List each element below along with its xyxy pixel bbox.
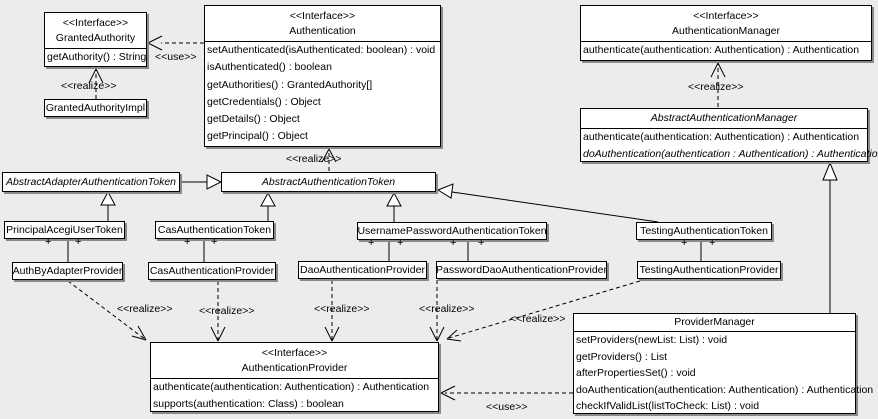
class-username-password-authentication-token: UsernamePasswordAuthenticationToken <box>357 222 547 240</box>
edge-realize-casauthenticationprovider <box>210 281 226 342</box>
class-provider-manager: ProviderManager setProviders(newList: Li… <box>573 313 874 414</box>
class-name: AbstractAuthenticationToken <box>261 176 396 188</box>
edge-realize-grantedauthorityimpl <box>88 68 104 99</box>
class-cas-authentication-provider: CasAuthenticationProvider <box>148 262 276 280</box>
class-name: TestingAuthenticationToken <box>640 225 768 237</box>
association-plus: + <box>75 236 82 248</box>
method: getPrincipal() : Object <box>207 130 308 143</box>
class-dao-authentication-provider: DaoAuthenticationProvider <box>298 261 427 279</box>
association-plus: + <box>450 237 457 249</box>
method: afterPropertiesSet() : void <box>576 367 696 380</box>
stereotype-label: <<Interface>> <box>261 347 328 359</box>
class-granted-authority-impl: GrantedAuthorityImpl <box>44 99 147 117</box>
method: authenticate(authentication: Authenticat… <box>153 381 430 393</box>
class-granted-authority: <<Interface>> GrantedAuthority getAuthor… <box>44 12 147 67</box>
class-authentication-provider: <<Interface>> AuthenticationProvider aut… <box>150 342 439 412</box>
association-plus: + <box>478 237 485 249</box>
method: getAuthorities() : GrantedAuthority[] <box>207 78 373 91</box>
association-plus: + <box>211 236 218 248</box>
class-name: AuthByAdapterProvider <box>12 265 123 277</box>
association-plus: + <box>45 236 52 248</box>
edge-label-realize: <<realize>> <box>286 153 342 165</box>
class-abstract-authentication-manager: AbstractAuthenticationManager authentica… <box>580 108 878 162</box>
class-password-dao-authentication-provider: PasswordDaoAuthenticationProvider <box>436 261 607 279</box>
class-authentication: <<Interface>> Authentication setAuthenti… <box>204 5 441 147</box>
association-plus: + <box>368 237 375 249</box>
class-auth-by-adapter-provider: AuthByAdapterProvider <box>12 262 123 280</box>
edge-label-realize: <<realize>> <box>510 313 566 325</box>
edge-realize-abstractauthenticationtoken <box>321 148 337 171</box>
edge-generalization-cas-token <box>260 191 276 221</box>
edge-generalization-testing-token <box>436 183 659 223</box>
edge-label-realize: <<realize>> <box>419 303 475 315</box>
method: setAuthenticated(isAuthenticated: boolea… <box>207 44 436 56</box>
edge-generalization-principal-token <box>100 190 116 221</box>
method: getAuthority() : String <box>47 51 147 63</box>
class-name: CasAuthenticationProvider <box>149 265 275 277</box>
class-name: GrantedAuthorityImpl <box>45 102 146 114</box>
edge-use-providermanager-authenticationprovider <box>440 385 573 401</box>
method: doAuthentication(authentication : Authen… <box>583 148 878 160</box>
edge-label-realize: <<realize>> <box>314 303 370 315</box>
class-name: CasAuthenticationToken <box>157 224 272 236</box>
class-abstract-adapter-authentication-token: AbstractAdapterAuthenticationToken <box>2 172 180 192</box>
method: doAuthentication(authentication: Authent… <box>576 383 874 396</box>
edge-realize-passworddaoauthenticationprovider <box>429 280 445 342</box>
method: setProviders(newList: List) : void <box>576 334 728 346</box>
class-cas-authentication-token: CasAuthenticationToken <box>155 221 274 239</box>
edge-label-use: <<use>> <box>486 401 528 413</box>
stereotype-label: <<Interface>> <box>62 17 129 29</box>
association-plus: + <box>397 237 404 249</box>
edge-generalization-usernamepassword-token <box>386 191 402 222</box>
association-plus: + <box>709 237 716 249</box>
method: getDetails() : Object <box>207 113 300 126</box>
class-name: GrantedAuthority <box>55 32 136 44</box>
class-name: DaoAuthenticationProvider <box>300 264 425 276</box>
class-authentication-manager: <<Interface>> AuthenticationManager auth… <box>580 5 872 61</box>
class-principal-acegi-user-token: PrincipalAcegiUserToken <box>4 221 125 239</box>
stereotype-label: <<Interface>> <box>693 10 759 22</box>
edge-realize-daoauthenticationprovider <box>324 280 340 342</box>
class-name: AbstractAdapterAuthenticationToken <box>5 176 177 188</box>
edge-realize-testingauthenticationprovider <box>446 280 641 342</box>
class-name: Authentication <box>289 25 356 37</box>
class-name: TestingAuthenticationProvider <box>639 264 779 276</box>
method: supports(authentication: Class) : boolea… <box>153 397 344 410</box>
class-testing-authentication-provider: TestingAuthenticationProvider <box>637 261 781 279</box>
class-name: UsernamePasswordAuthenticationToken <box>357 225 547 237</box>
edge-use-authentication-grantedauthority <box>147 35 204 51</box>
method: authenticate(authentication: Authenticat… <box>583 44 860 56</box>
method: isAuthenticated() : boolean <box>207 61 332 74</box>
edge-realize-authbyadapterprovider <box>67 280 147 341</box>
edge-label-use: <<use>> <box>155 51 197 63</box>
class-name: AbstractAuthenticationManager <box>650 112 798 124</box>
edge-generalization-providermanager <box>822 161 838 313</box>
edge-realize-abstractauthenticationmanager <box>710 62 726 107</box>
method: getCredentials() : Object <box>207 95 321 108</box>
method: getProviders() : List <box>576 350 668 363</box>
method: authenticate(authentication: Authenticat… <box>583 131 860 143</box>
class-name: AuthenticationProvider <box>241 362 348 374</box>
association-plus: + <box>184 236 191 248</box>
association-plus: + <box>681 237 688 249</box>
edge-label-realize: <<realize>> <box>688 81 744 93</box>
edge-label-realize: <<realize>> <box>117 303 173 315</box>
class-name: AuthenticationManager <box>672 25 780 37</box>
class-abstract-authentication-token: AbstractAuthenticationToken <box>221 172 436 192</box>
stereotype-label: <<Interface>> <box>289 10 356 22</box>
class-testing-authentication-token: TestingAuthenticationToken <box>636 222 772 240</box>
method: checkIfValidList(listToCheck: List) : vo… <box>576 400 760 413</box>
class-name: ProviderManager <box>674 316 755 328</box>
edge-label-realize: <<realize>> <box>61 80 117 92</box>
class-name: PrincipalAcegiUserToken <box>6 224 123 236</box>
edge-generalization-adapter-token <box>180 174 223 190</box>
edge-label-realize: <<realize>> <box>199 305 255 317</box>
class-name: PasswordDaoAuthenticationProvider <box>436 264 608 276</box>
